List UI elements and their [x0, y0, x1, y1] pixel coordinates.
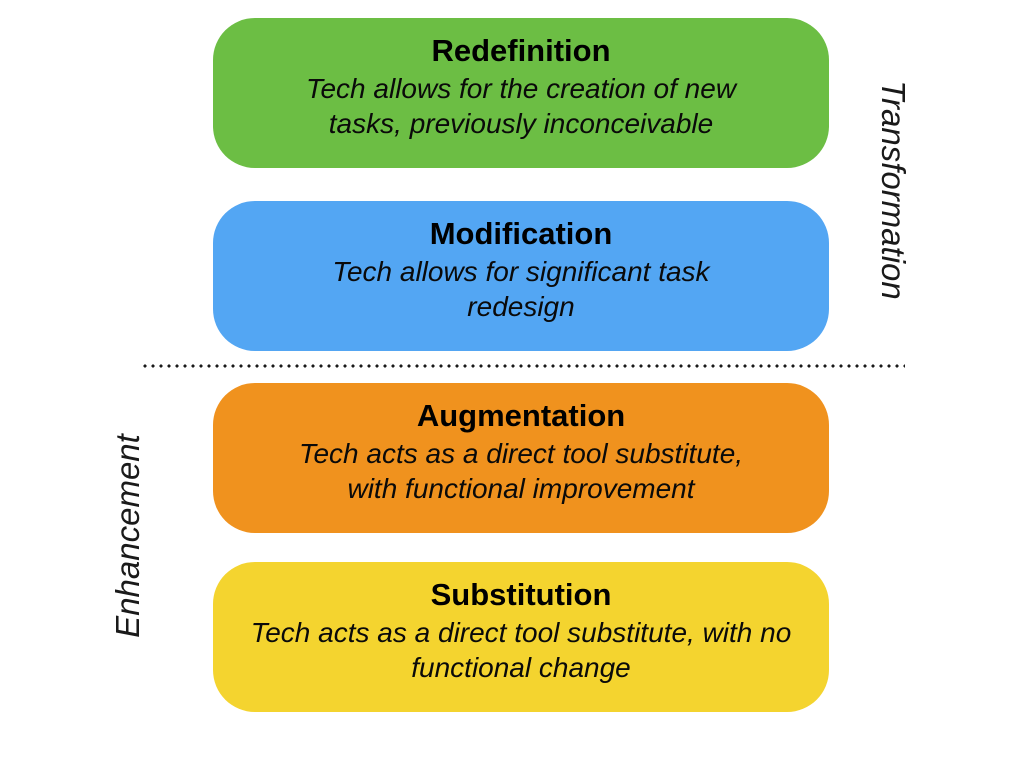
level-description-augmentation: Tech acts as a direct tool substitute, w… — [298, 438, 744, 504]
level-title-substitution: Substitution — [430, 577, 612, 612]
level-title-modification: Modification — [429, 216, 613, 251]
side-label-enhancement: Enhancement — [109, 434, 146, 638]
level-description-redefinition: Tech allows for the creation of new task… — [305, 73, 737, 139]
level-box-modification: Modification Tech allows for significant… — [213, 201, 829, 351]
level-description-modification: Tech allows for significant task redesig… — [332, 256, 710, 322]
level-description-substitution: Tech acts as a direct tool substitute, w… — [250, 617, 792, 683]
side-label-transformation: Transformation — [875, 80, 912, 300]
transformation-enhancement-divider — [143, 364, 905, 368]
level-box-redefinition: Redefinition Tech allows for the creatio… — [213, 18, 829, 168]
level-title-augmentation: Augmentation — [416, 398, 626, 433]
level-title-redefinition: Redefinition — [431, 33, 611, 68]
level-box-substitution: Substitution Tech acts as a direct tool … — [213, 562, 829, 712]
level-box-augmentation: Augmentation Tech acts as a direct tool … — [213, 383, 829, 533]
